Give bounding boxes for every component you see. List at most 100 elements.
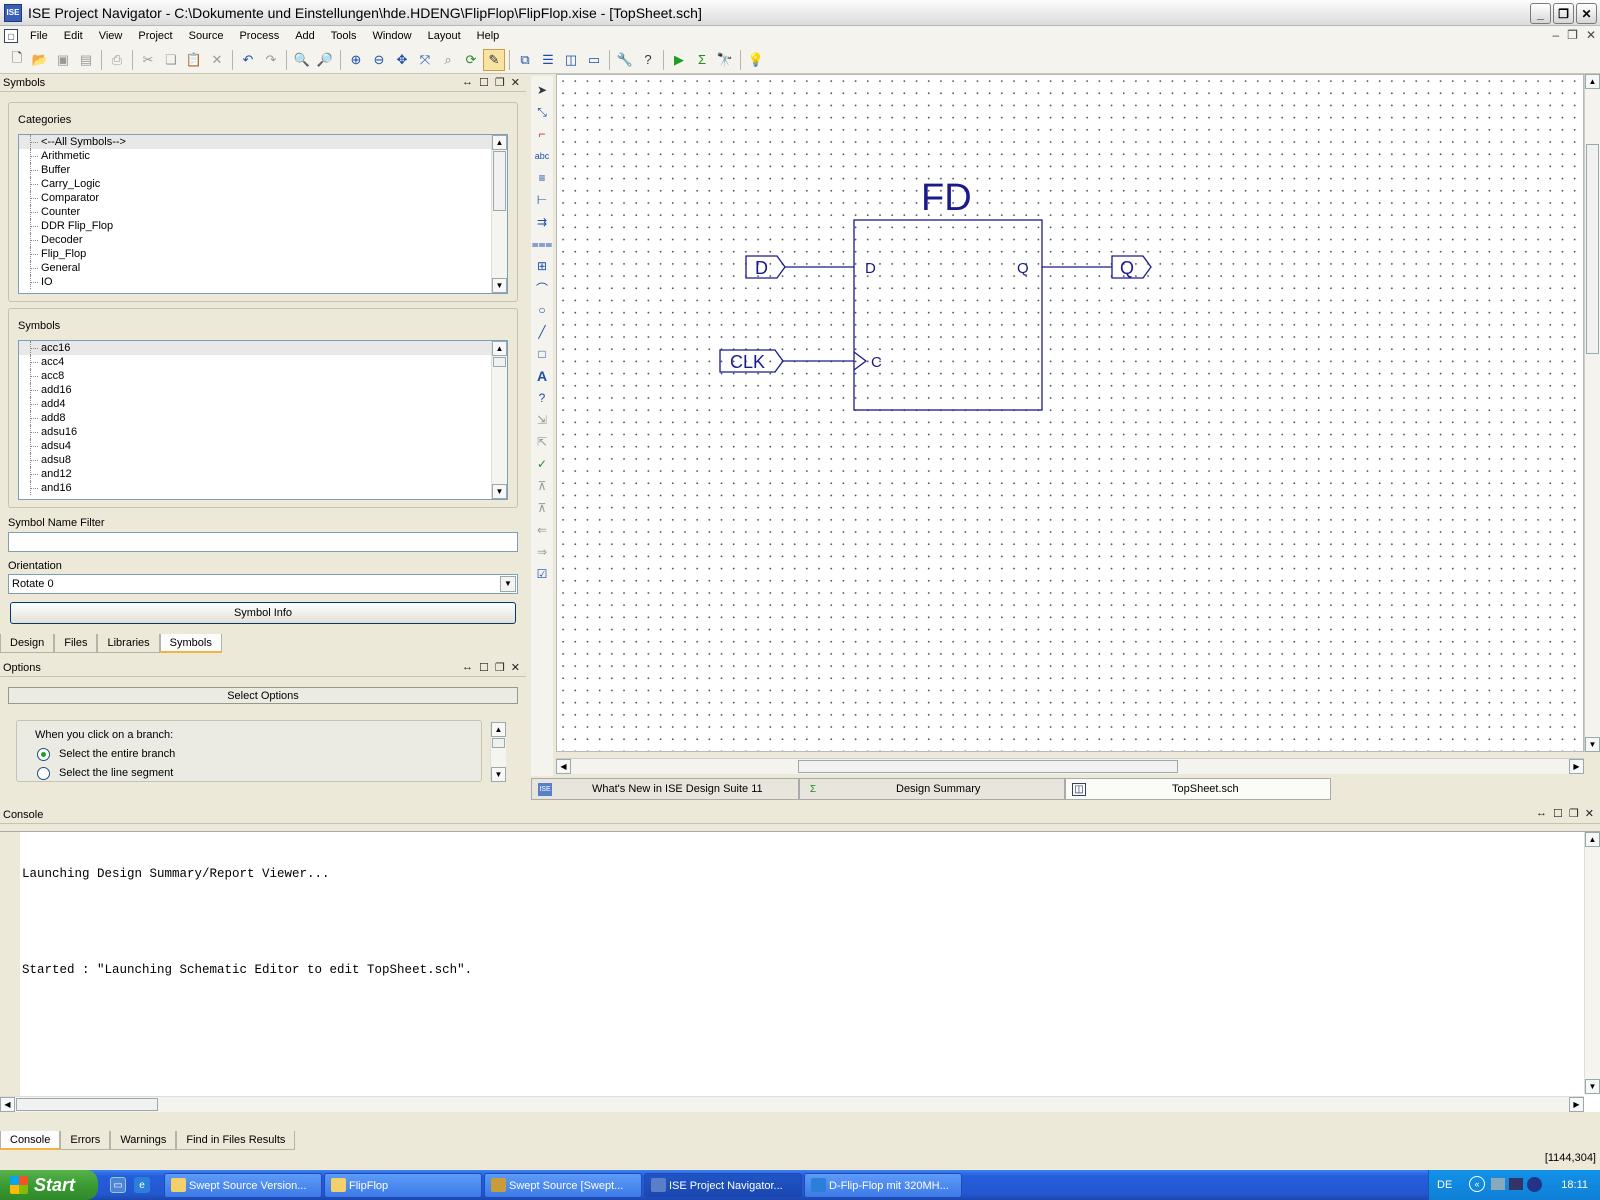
delete-icon[interactable]: ✕	[211, 51, 223, 67]
tile-vertical-icon[interactable]: ◫	[564, 51, 578, 67]
list-item[interactable]: add16	[19, 383, 507, 397]
menu-add[interactable]: Add	[295, 30, 315, 42]
print-icon[interactable]: ⎙	[111, 51, 123, 67]
tab-topsheet[interactable]: ◫ TopSheet.sch	[1065, 778, 1331, 800]
scroll-up-icon[interactable]: ▲	[1585, 832, 1600, 847]
select-area-icon[interactable]: ⤡	[537, 104, 547, 119]
scroll-down-icon[interactable]: ▼	[491, 767, 506, 782]
sigma-icon[interactable]: Σ	[697, 52, 707, 67]
symbols-list[interactable]: acc16 acc4 acc8 add16 add4 add8 adsu16 a…	[18, 340, 508, 500]
scroll-thumb[interactable]	[493, 151, 506, 211]
close-button[interactable]: ✕	[1576, 3, 1597, 24]
menu-help[interactable]: Help	[476, 30, 500, 42]
rename-bus-icon[interactable]: ≡	[538, 171, 546, 185]
internet-explorer-icon[interactable]: e	[134, 1177, 150, 1193]
list-item[interactable]: Decoder	[19, 233, 507, 247]
menu-edit[interactable]: Edit	[63, 30, 83, 42]
checkbox-tool-icon[interactable]: ☑	[536, 567, 548, 581]
zoom-to-box-icon[interactable]: ⌕	[444, 51, 452, 67]
clock[interactable]: 18:11	[1561, 1179, 1588, 1191]
mdi-close-icon[interactable]: ✕	[1585, 28, 1596, 42]
fd-symbol-body[interactable]	[853, 219, 1043, 411]
scroll-left-icon[interactable]: ◀	[556, 759, 571, 774]
list-item[interactable]: IO	[19, 275, 507, 289]
volume-icon[interactable]	[1509, 1178, 1523, 1190]
maximize-panel-icon[interactable]: ☐	[1553, 808, 1563, 820]
add-symbol-icon[interactable]: ⩶	[531, 236, 553, 251]
io-marker-clk[interactable]	[719, 349, 784, 373]
paste-icon[interactable]: 📋	[185, 51, 203, 67]
list-item[interactable]: Comparator	[19, 191, 507, 205]
undo-icon[interactable]: ↶	[242, 51, 254, 67]
list-item[interactable]: DDR Flip_Flop	[19, 219, 507, 233]
io-marker-d[interactable]	[745, 255, 786, 279]
menu-layout[interactable]: Layout	[427, 30, 461, 42]
tray-app-icon[interactable]	[1527, 1177, 1542, 1192]
scroll-right-icon[interactable]: ▶	[1569, 1097, 1584, 1112]
list-item[interactable]: adsu4	[19, 439, 507, 453]
scroll-up-icon[interactable]: ▲	[492, 135, 507, 150]
tab-console[interactable]: Console	[0, 1131, 61, 1150]
symbols-scrollbar[interactable]: ▲ ▼	[491, 341, 507, 499]
scroll-up-icon[interactable]: ▲	[1585, 74, 1600, 89]
tab-errors[interactable]: Errors	[60, 1131, 111, 1150]
categories-list[interactable]: <--All Symbols--> Arithmetic Buffer Carr…	[18, 134, 508, 294]
tool-b-icon[interactable]: ⇒	[536, 545, 548, 559]
menu-window[interactable]: Window	[372, 30, 412, 42]
window-switch-icon[interactable]: ▭	[587, 51, 601, 67]
console-hscrollbar[interactable]: ◀ ▶	[0, 1096, 1584, 1112]
zoom-full-icon[interactable]: ✥	[396, 51, 408, 67]
list-item[interactable]: adsu16	[19, 425, 507, 439]
redo-icon[interactable]: ↷	[265, 51, 277, 67]
menu-source[interactable]: Source	[188, 30, 224, 42]
canvas-vertical-scrollbar[interactable]: ▲ ▼	[1584, 74, 1600, 752]
scroll-thumb[interactable]	[493, 357, 506, 367]
menu-project[interactable]: Project	[138, 30, 173, 42]
maximize-panel-icon[interactable]: ☐	[479, 662, 489, 674]
list-item[interactable]: Arithmetic	[19, 149, 507, 163]
menu-process[interactable]: Process	[239, 30, 280, 42]
wrench-icon[interactable]: 🔧	[616, 51, 634, 67]
scroll-up-icon[interactable]: ▲	[491, 722, 506, 737]
list-item[interactable]: acc16	[19, 341, 507, 355]
list-item[interactable]: Carry_Logic	[19, 177, 507, 191]
task-flipflop-folder[interactable]: FlipFlop	[324, 1173, 482, 1198]
tab-design-summary[interactable]: Σ Design Summary	[799, 778, 1065, 800]
tab-symbols[interactable]: Symbols	[159, 634, 222, 653]
list-item[interactable]: adsu8	[19, 453, 507, 467]
stamp-icon[interactable]: ⊼	[537, 479, 547, 493]
float-icon[interactable]: ↔	[462, 76, 474, 88]
add-io-marker-icon[interactable]: ⇉	[536, 215, 548, 229]
scroll-right-icon[interactable]: ▶	[1569, 759, 1584, 774]
select-arrow-icon[interactable]: ➤	[536, 83, 548, 97]
scroll-thumb[interactable]	[1586, 144, 1599, 354]
list-item[interactable]: Counter	[19, 205, 507, 219]
task-ise-project-navigator[interactable]: ISE Project Navigator...	[644, 1173, 802, 1198]
tab-find-in-files[interactable]: Find in Files Results	[176, 1131, 296, 1150]
stamp-up-icon[interactable]: ⊼	[537, 501, 547, 515]
scroll-left-icon[interactable]: ◀	[0, 1097, 15, 1112]
list-item[interactable]: General	[19, 261, 507, 275]
tray-chevron-icon[interactable]: «	[1469, 1176, 1485, 1192]
list-item[interactable]: Buffer	[19, 163, 507, 177]
list-item[interactable]: and12	[19, 467, 507, 481]
lightbulb-icon[interactable]: 💡	[747, 51, 765, 67]
help-icon[interactable]: ?	[538, 391, 546, 405]
restore-panel-icon[interactable]: ❐	[1568, 808, 1579, 820]
scroll-thumb[interactable]	[798, 760, 1178, 773]
orientation-select[interactable]: Rotate 0 ▼	[8, 574, 518, 594]
menu-file[interactable]: File	[30, 30, 48, 42]
cascade-icon[interactable]: ⧉	[520, 51, 530, 67]
symbol-info-button[interactable]: Symbol Info	[10, 602, 516, 624]
tab-warnings[interactable]: Warnings	[110, 1131, 177, 1150]
io-marker-q[interactable]	[1111, 255, 1152, 279]
console-scrollbar[interactable]: ▲ ▼	[1584, 832, 1600, 1094]
float-icon[interactable]: ↔	[462, 661, 474, 673]
find-in-files-icon[interactable]: 🔎	[316, 51, 334, 67]
list-item[interactable]: Flip_Flop	[19, 247, 507, 261]
draw-arc-icon[interactable]: ⌒	[535, 281, 548, 296]
add-hierarchy-icon[interactable]: ⊞	[536, 259, 548, 273]
select-options-button[interactable]: Select Options	[8, 687, 518, 704]
categories-scrollbar[interactable]: ▲ ▼	[491, 135, 507, 293]
zoom-selected-icon[interactable]: ⤧	[419, 51, 431, 67]
